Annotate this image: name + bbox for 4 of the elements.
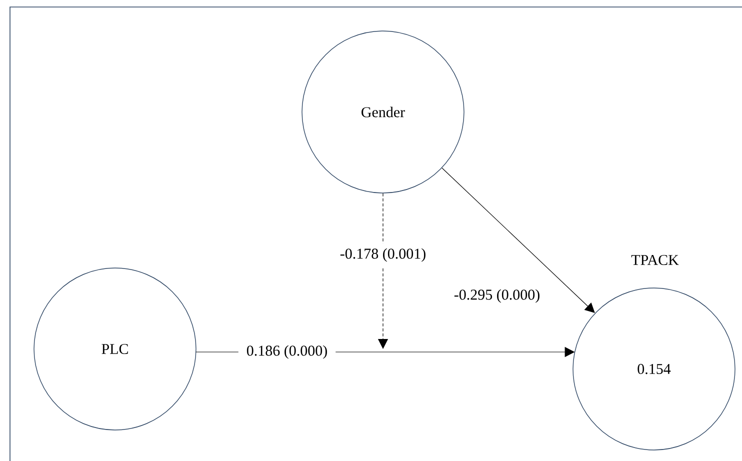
node-heading: TPACK — [631, 254, 679, 266]
edge-label: 0.186 (0.000) — [238, 340, 336, 364]
edge-label: -0.295 (0.000) — [446, 284, 548, 308]
edge-label: -0.178 (0.001) — [332, 243, 434, 267]
